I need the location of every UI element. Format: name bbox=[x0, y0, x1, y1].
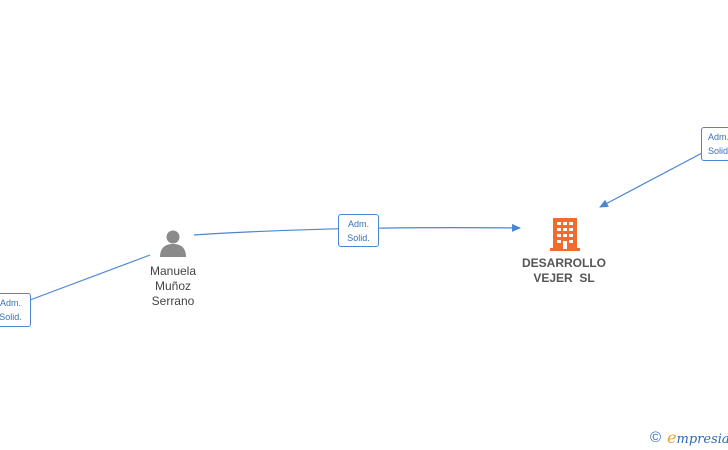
person-name: Manuela Muñoz Serrano bbox=[140, 264, 206, 309]
edge-label-line2: Solid. bbox=[347, 233, 370, 243]
copyright-icon: © bbox=[650, 429, 662, 446]
edge-right-to-company bbox=[599, 151, 705, 208]
company-name-line1: DESARROLLO bbox=[522, 256, 606, 270]
company-name: DESARROLLO VEJER SL bbox=[516, 256, 612, 286]
edge-left-to-person bbox=[29, 254, 151, 301]
person-name-line3: Serrano bbox=[151, 294, 195, 308]
brand-logo-text: mpresia bbox=[676, 432, 728, 447]
person-name-line1: Manuela bbox=[149, 264, 197, 278]
edge-label-line1: Adm. bbox=[347, 219, 369, 229]
edge-label-line1: Adm. bbox=[0, 298, 21, 308]
edge-label-middle[interactable]: Adm. Solid. bbox=[338, 214, 379, 247]
building-icon bbox=[550, 218, 580, 251]
person-name-line2: Muñoz bbox=[154, 279, 192, 293]
brand-logo: empresia bbox=[667, 428, 728, 447]
brand-watermark: © empresia bbox=[650, 428, 728, 447]
edge-label-left[interactable]: Adm. Solid. bbox=[0, 293, 31, 327]
edge-label-right[interactable]: Adm. Solid. bbox=[701, 127, 728, 161]
edge-label-line1: Adm. bbox=[708, 132, 728, 142]
person-icon bbox=[160, 230, 186, 257]
person-node[interactable]: Manuela Muñoz Serrano bbox=[140, 228, 206, 310]
company-name-line2: VEJER SL bbox=[533, 271, 595, 285]
company-node[interactable]: DESARROLLO VEJER SL bbox=[516, 216, 612, 288]
edge-label-line2: Solid. bbox=[0, 312, 22, 322]
edge-label-line2: Solid. bbox=[708, 146, 728, 156]
brand-logo-e: e bbox=[667, 428, 677, 447]
